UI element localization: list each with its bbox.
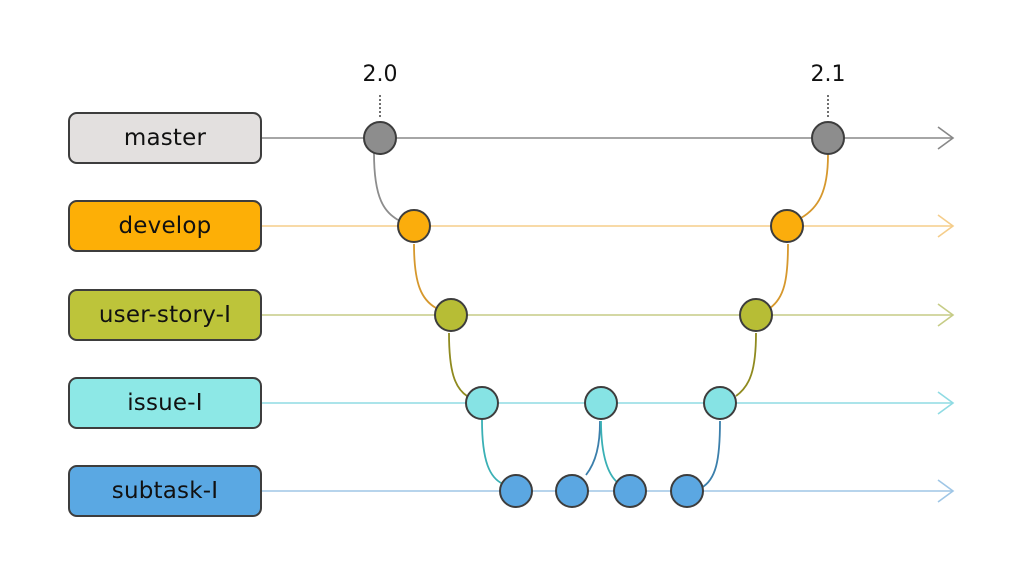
commit-user-story-2 [739, 298, 773, 332]
connector-user-story-to-issue [448, 332, 468, 397]
commit-develop-2 [770, 209, 804, 243]
branch-label-subtask: subtask-I [68, 465, 262, 517]
connectors [373, 152, 829, 489]
connector-issue-to-subtask-1 [481, 419, 504, 485]
connector-master-to-develop [373, 152, 399, 221]
commit-master-2 [811, 121, 845, 155]
subtask-arrowhead [937, 479, 955, 503]
connector-develop-to-master [800, 154, 829, 219]
commit-subtask-3 [613, 474, 647, 508]
commit-issue-1 [465, 386, 499, 420]
commit-master-1 [363, 121, 397, 155]
branch-label-develop: develop [68, 200, 262, 252]
commit-user-story-1 [434, 298, 468, 332]
commit-develop-1 [397, 209, 431, 243]
develop-arrowhead [937, 214, 955, 238]
tag-label-2-1: 2.1 [810, 62, 846, 87]
user-story-arrowhead [937, 303, 955, 327]
branch-label-issue: issue-I [68, 377, 262, 429]
commit-dots [363, 121, 845, 508]
connector-develop-to-user-story [413, 243, 437, 309]
branch-label-user-story: user-story-I [68, 289, 262, 341]
connector-issue-to-user-story [735, 332, 757, 397]
branch-label-master: master [68, 112, 262, 164]
connector-subtask-4-to-issue [700, 420, 721, 489]
commit-issue-2 [584, 386, 618, 420]
tag-stems [379, 95, 829, 118]
commit-subtask-2 [555, 474, 589, 508]
connector-subtask-2-to-issue [585, 420, 601, 476]
issue-arrowhead [937, 391, 955, 415]
commit-subtask-1 [499, 474, 533, 508]
branch-lines [262, 126, 955, 503]
master-arrowhead [937, 126, 955, 150]
connector-issue-to-subtask-3 [600, 420, 618, 483]
commit-issue-3 [703, 386, 737, 420]
connector-user-story-to-develop [769, 243, 789, 309]
tag-label-2-0: 2.0 [362, 62, 398, 87]
commit-subtask-4 [670, 474, 704, 508]
